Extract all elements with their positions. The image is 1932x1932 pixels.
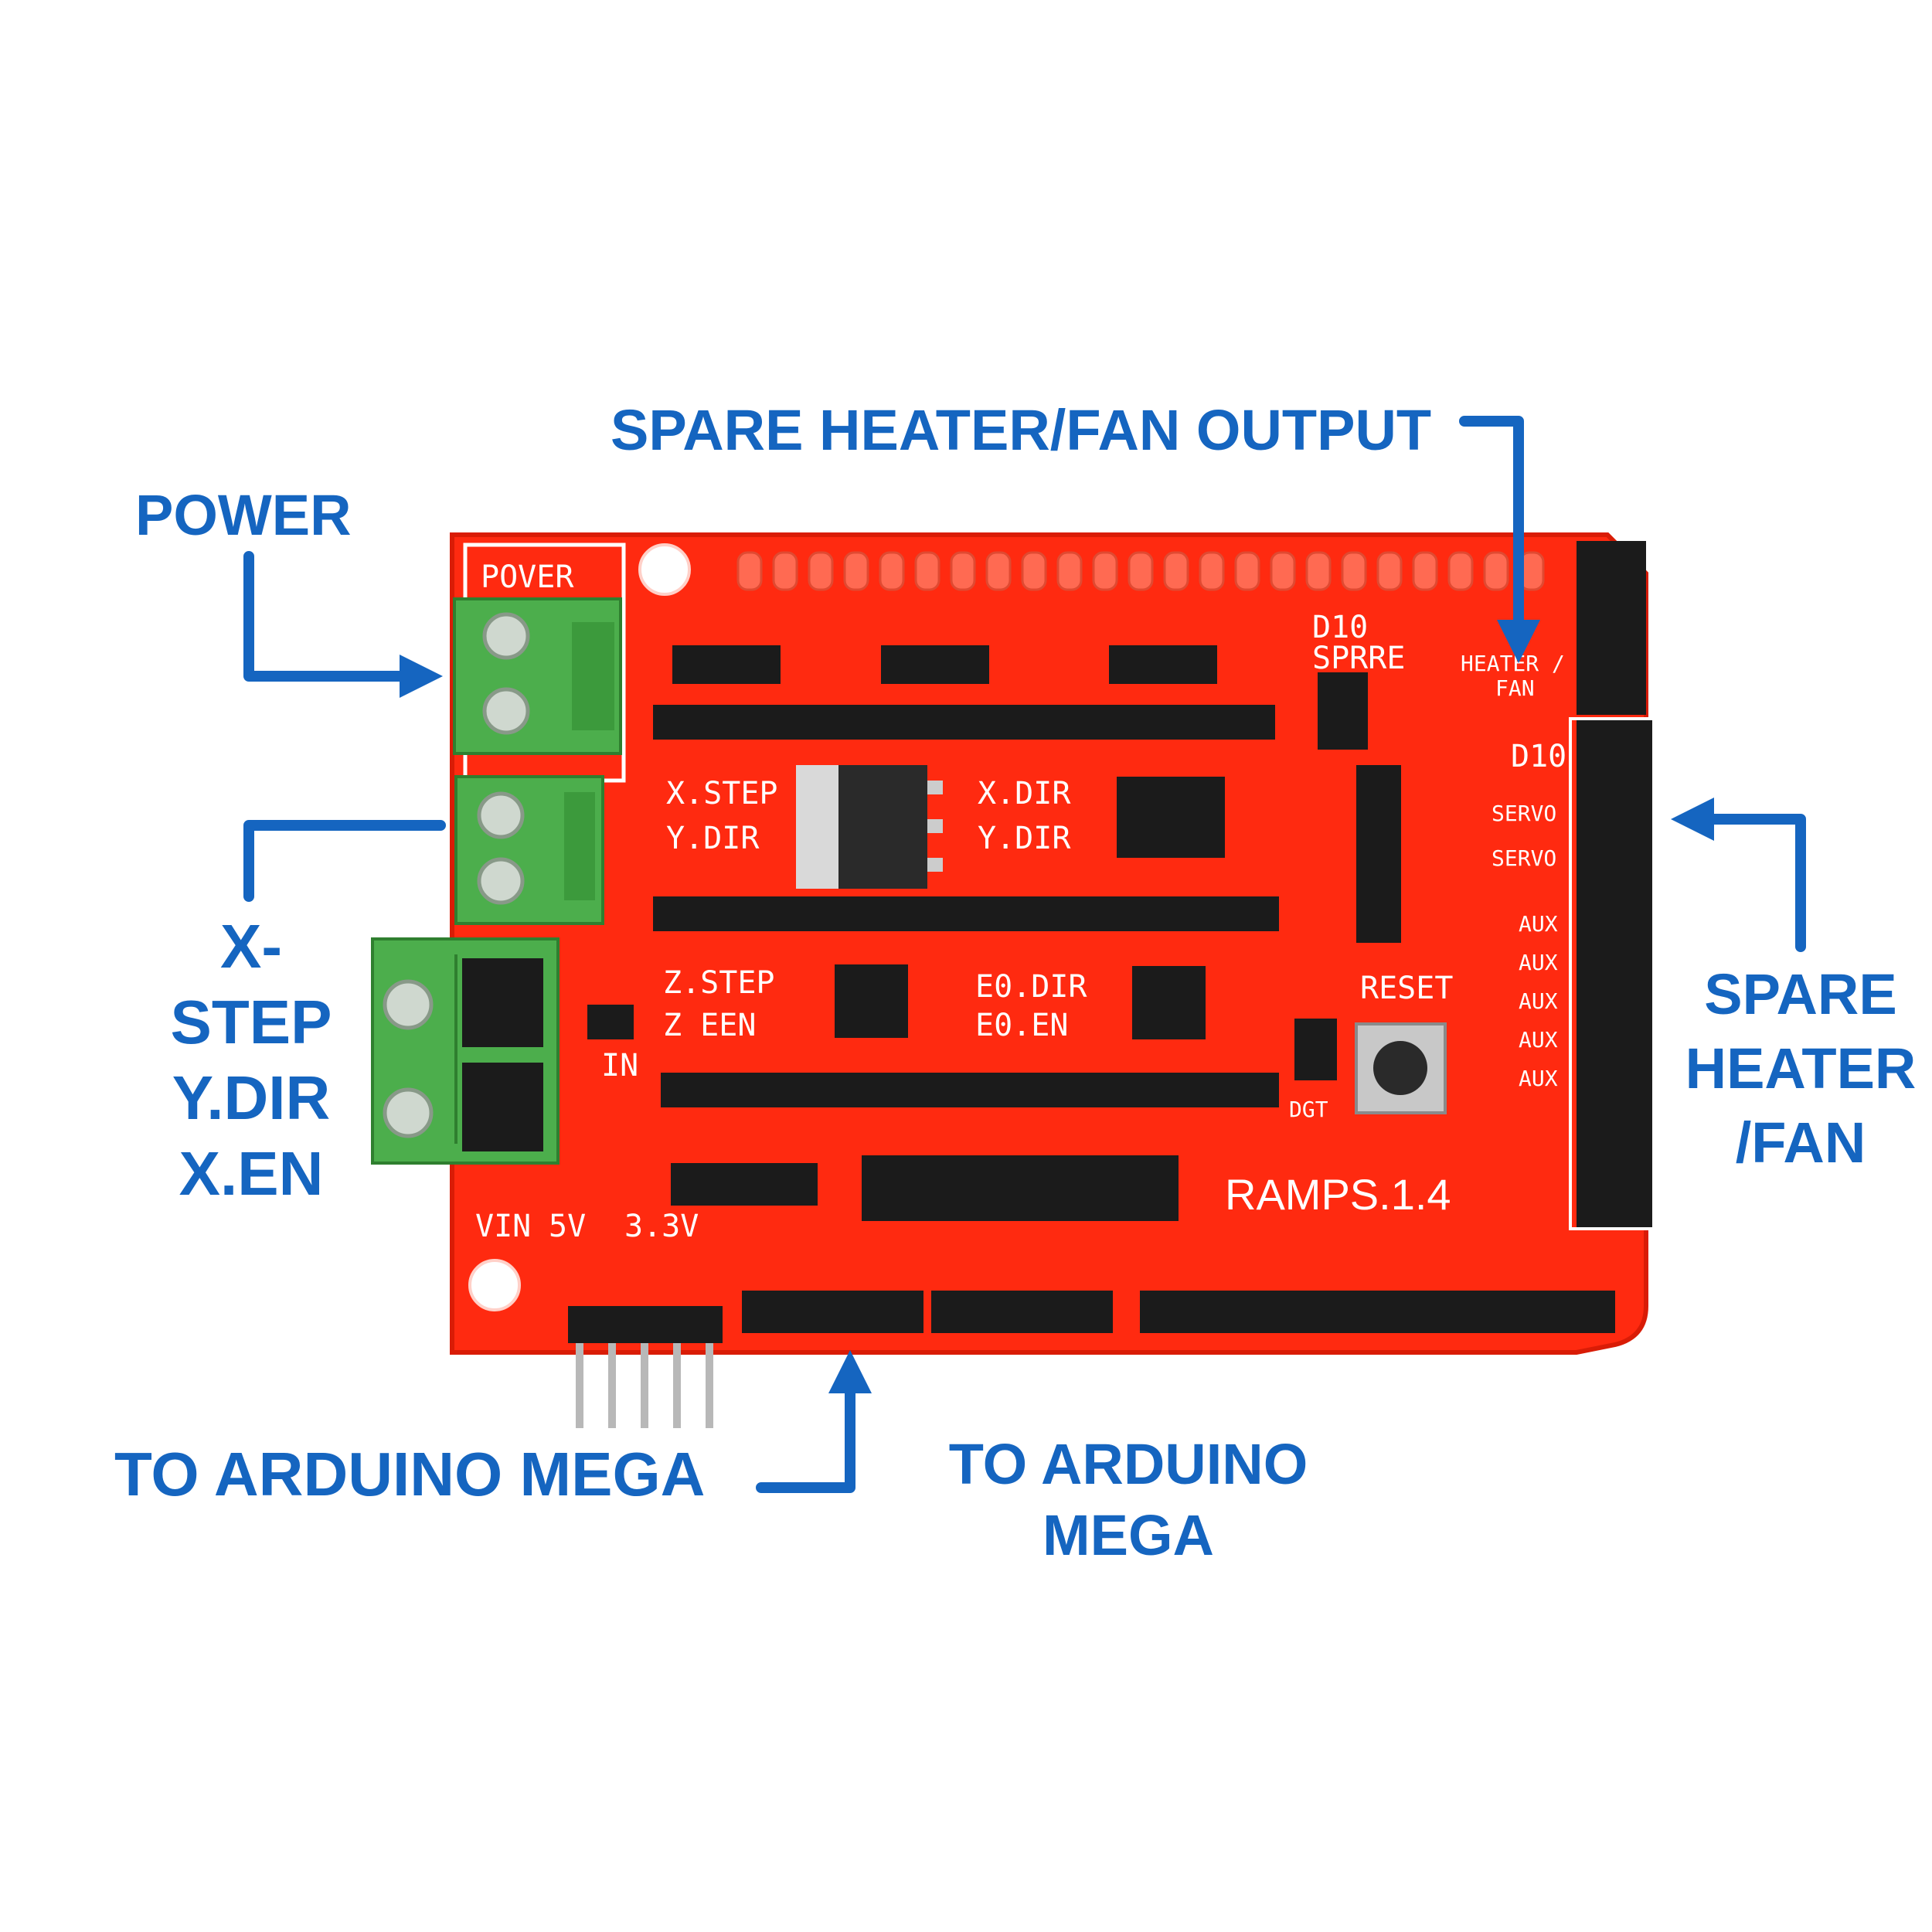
arduino-mega-right-line-2: MEGA xyxy=(1043,1503,1214,1567)
spare-heater-fan-callout: SPARE HEATER /FAN xyxy=(1677,966,1924,1189)
top-pad xyxy=(1376,551,1403,591)
power-callout: POWER xyxy=(135,483,352,547)
top-pad xyxy=(1056,551,1083,591)
arrows xyxy=(243,416,1806,1493)
x-step-callout: X- STEP Y.DIR X.EN xyxy=(147,916,355,1219)
spare-output-callout: SPARE HEATER/FAN OUTPUT xyxy=(611,398,1432,462)
x-step-line-4: X.EN xyxy=(179,1139,324,1208)
top-pad xyxy=(1021,551,1047,591)
mounting-hole xyxy=(638,543,691,596)
top-pad xyxy=(808,551,834,591)
silk-heater: HEATER / xyxy=(1461,651,1565,676)
silk-y-dir-right: Y.DIR xyxy=(978,821,1071,856)
top-pad xyxy=(985,551,1012,591)
silk-3v3: 3.3V xyxy=(624,1209,699,1244)
mounting-hole xyxy=(468,1259,521,1311)
top-pad xyxy=(1128,551,1154,591)
silk-z-step: Z.STEP xyxy=(663,965,775,1001)
silk-aux-3: AUX xyxy=(1519,988,1558,1014)
top-pad xyxy=(914,551,940,591)
silk-vin: VIN xyxy=(475,1209,531,1244)
silk-dgt: DGT xyxy=(1289,1097,1328,1122)
silk-spare: SPRRE xyxy=(1312,641,1405,676)
jumper-row-top xyxy=(672,645,1217,684)
x-step-line-1: X- xyxy=(220,912,282,981)
top-pad xyxy=(736,551,763,591)
female-header-1 xyxy=(653,705,1275,740)
jumper-in xyxy=(587,1005,634,1039)
top-pad xyxy=(1341,551,1367,591)
right-header xyxy=(1569,541,1655,1230)
top-pad xyxy=(1447,551,1474,591)
jumper-bottom-left xyxy=(671,1163,818,1206)
spare-output-arrow xyxy=(1459,416,1540,663)
spare-heater-line-1: SPARE xyxy=(1704,962,1897,1026)
silk-servo-1: SERVO xyxy=(1492,801,1556,826)
silk-d10-right: D10 xyxy=(1511,739,1566,774)
x-step-line-3: Y.DIR xyxy=(172,1063,331,1132)
top-pad xyxy=(1092,551,1118,591)
top-pad xyxy=(1163,551,1189,591)
silk-servo-2: SERVO xyxy=(1492,845,1556,871)
silk-z-en: Z EEN xyxy=(663,1008,756,1043)
arduino-mega-right-callout: TO ARDUINO MEGA xyxy=(927,1436,1329,1578)
top-pad xyxy=(1234,551,1260,591)
silk-aux-1: AUX xyxy=(1519,911,1558,937)
x-step-bracket xyxy=(243,820,446,902)
terminal-2 xyxy=(454,775,604,925)
jumper-block-e0 xyxy=(1132,966,1206,1039)
pin-block-bottom xyxy=(862,1155,1179,1221)
silk-aux-5: AUX xyxy=(1519,1066,1558,1091)
bottom-header-1 xyxy=(742,1291,923,1333)
top-pad xyxy=(843,551,869,591)
voltage-regulator xyxy=(796,765,943,889)
silk-e0-en: E0.EN xyxy=(975,1008,1068,1043)
power-silk: POVER xyxy=(481,560,574,595)
top-pad xyxy=(772,551,798,591)
jumper-dgt xyxy=(1294,1019,1337,1080)
arduino-mega-left-callout: TO ARDUINO MEGA xyxy=(114,1440,706,1509)
top-pads xyxy=(736,551,1545,591)
silk-in: IN xyxy=(601,1048,638,1083)
female-header-vertical xyxy=(1356,765,1401,943)
top-pad xyxy=(950,551,976,591)
silk-board-name: RAMPS.1.4 xyxy=(1225,1170,1451,1219)
terminal-3 xyxy=(371,937,560,1165)
silk-reset: RESET xyxy=(1360,971,1453,1006)
top-pad xyxy=(1483,551,1509,591)
top-pad xyxy=(1305,551,1332,591)
top-pad xyxy=(1270,551,1296,591)
jumper-block-xy xyxy=(1117,777,1225,858)
silk-5v: 5V xyxy=(549,1209,586,1244)
spare-heater-line-2: HEATER xyxy=(1685,1036,1917,1100)
top-pad xyxy=(1412,551,1438,591)
spare-heater-arrow xyxy=(1671,798,1806,952)
power-terminal xyxy=(453,597,622,755)
top-pad xyxy=(879,551,905,591)
silk-x-dir: X.DIR xyxy=(978,776,1071,811)
silk-e0-dir: E0.DIR xyxy=(975,969,1087,1005)
silk-aux-2: AUX xyxy=(1519,950,1558,975)
female-header-3 xyxy=(661,1073,1279,1107)
silk-y-dir-left: Y.DIR xyxy=(666,821,760,856)
reset-button[interactable] xyxy=(1355,1022,1447,1114)
bottom-header-2 xyxy=(931,1291,1113,1333)
silk-d10: D10 xyxy=(1312,610,1368,645)
silk-fan: FAN xyxy=(1495,675,1535,701)
spare-heater-line-3: /FAN xyxy=(1735,1111,1866,1175)
arduino-mega-arrow xyxy=(756,1350,872,1493)
power-arrow xyxy=(243,551,443,698)
bottom-header-3 xyxy=(1140,1291,1615,1333)
bottom-header-left xyxy=(568,1306,723,1428)
silk-x-step: X.STEP xyxy=(666,776,778,811)
jumper-d10 xyxy=(1318,672,1368,750)
silk-aux-4: AUX xyxy=(1519,1027,1558,1053)
x-step-line-2: STEP xyxy=(170,988,332,1056)
jumper-block-z xyxy=(835,964,908,1038)
arduino-mega-right-line-1: TO ARDUINO xyxy=(948,1432,1308,1496)
top-pad xyxy=(1199,551,1225,591)
female-header-2 xyxy=(653,896,1279,931)
